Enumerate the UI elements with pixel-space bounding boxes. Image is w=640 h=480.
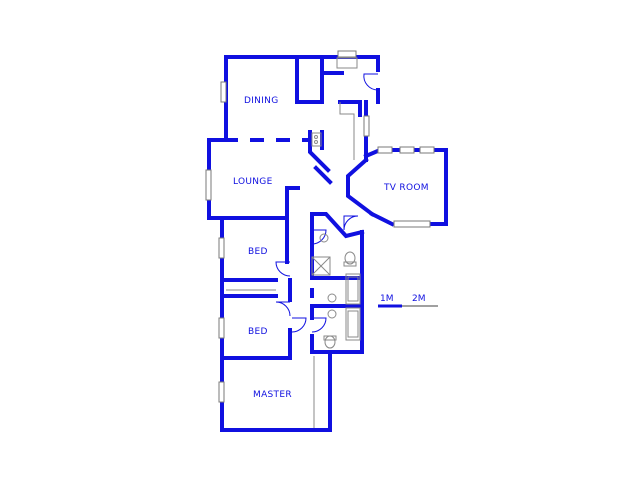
- window-corridor: [363, 115, 370, 137]
- window-tv-3: [419, 146, 435, 154]
- room-label-bed-2: BED: [248, 327, 268, 337]
- window-dining: [220, 81, 227, 103]
- door-bath-1: [311, 229, 327, 245]
- scale-bar: 1M 2M: [378, 294, 438, 308]
- window-master: [218, 381, 225, 403]
- door-bed-2: [275, 301, 291, 317]
- door-bath-2: [311, 317, 327, 333]
- door-tv-room: [343, 215, 359, 231]
- toilet-2: [324, 335, 336, 349]
- window-lounge: [205, 169, 212, 201]
- basin-2: [327, 293, 337, 303]
- door-bed-1: [275, 261, 291, 277]
- shower: [311, 256, 331, 276]
- room-label-master: MASTER: [253, 390, 292, 400]
- door-master: [291, 317, 307, 333]
- window-kitchen: [337, 50, 357, 58]
- fixtures: [226, 57, 361, 428]
- bathtub-2: [345, 307, 361, 341]
- window-bed-1: [218, 237, 225, 259]
- basin-1: [319, 233, 329, 243]
- window-tv-1: [377, 146, 393, 154]
- window-bed-2: [218, 317, 225, 339]
- kitchen-sink: [336, 57, 358, 69]
- door-kitchen: [363, 73, 379, 91]
- bathtub-1: [345, 273, 361, 305]
- room-label-bed-1: BED: [248, 247, 268, 257]
- room-label-dining: DINING: [244, 96, 278, 106]
- basin-3: [327, 309, 337, 319]
- windows: [205, 50, 435, 403]
- window-tv-bottom: [393, 220, 431, 228]
- doors: [275, 73, 379, 333]
- room-label-tv-room: TV ROOM: [383, 183, 429, 193]
- kitchen-counter: [339, 102, 355, 160]
- toilet-1: [344, 251, 356, 265]
- room-labels: DINING LOUNGE TV ROOM BED BED MASTER: [233, 96, 429, 400]
- window-tv-2: [399, 146, 415, 154]
- scale-label-1m: 1M: [380, 294, 394, 304]
- stove: [311, 132, 322, 147]
- walls: [207, 55, 448, 432]
- scale-label-2m: 2M: [412, 294, 426, 304]
- room-label-lounge: LOUNGE: [233, 177, 273, 187]
